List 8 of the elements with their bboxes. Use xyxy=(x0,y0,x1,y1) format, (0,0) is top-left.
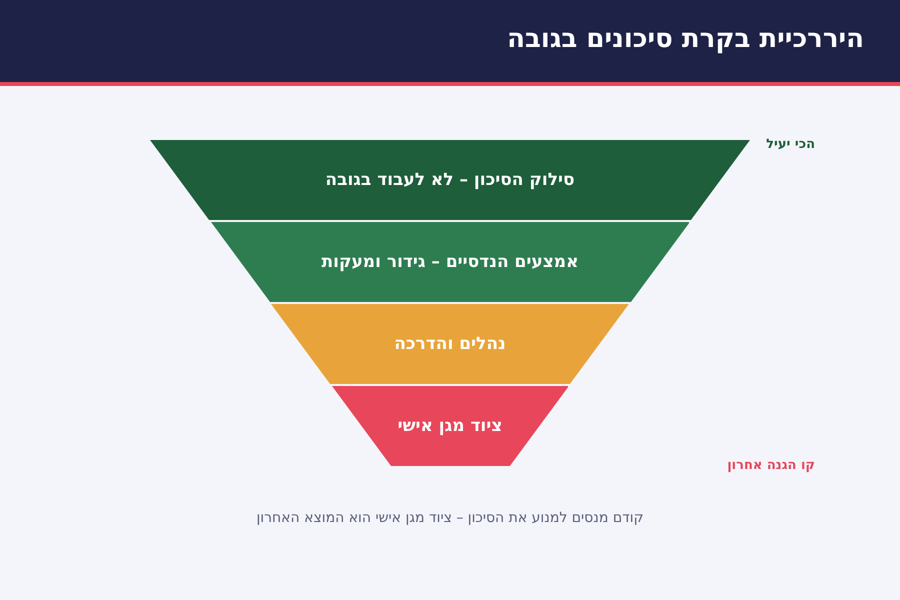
band-label: ציוד מגן אישי xyxy=(398,416,502,436)
band-label: אמצעים הנדסיים – גידור ומעקות xyxy=(322,252,578,272)
band-label: סילוק הסיכון – לא לעבוד בגובה xyxy=(325,170,575,190)
side-note: הכי יעיל xyxy=(766,137,815,152)
page-title: היררכיית בקרת סיכונים בגובה xyxy=(507,24,864,54)
side-note: קו הגנה אחרון xyxy=(727,458,815,473)
band-label: נהלים והדרכה xyxy=(394,334,506,354)
caption-text: קודם מנסים למנוע את הסיכון – ציוד מגן אישי הוא המוצא האחרון xyxy=(255,510,645,526)
